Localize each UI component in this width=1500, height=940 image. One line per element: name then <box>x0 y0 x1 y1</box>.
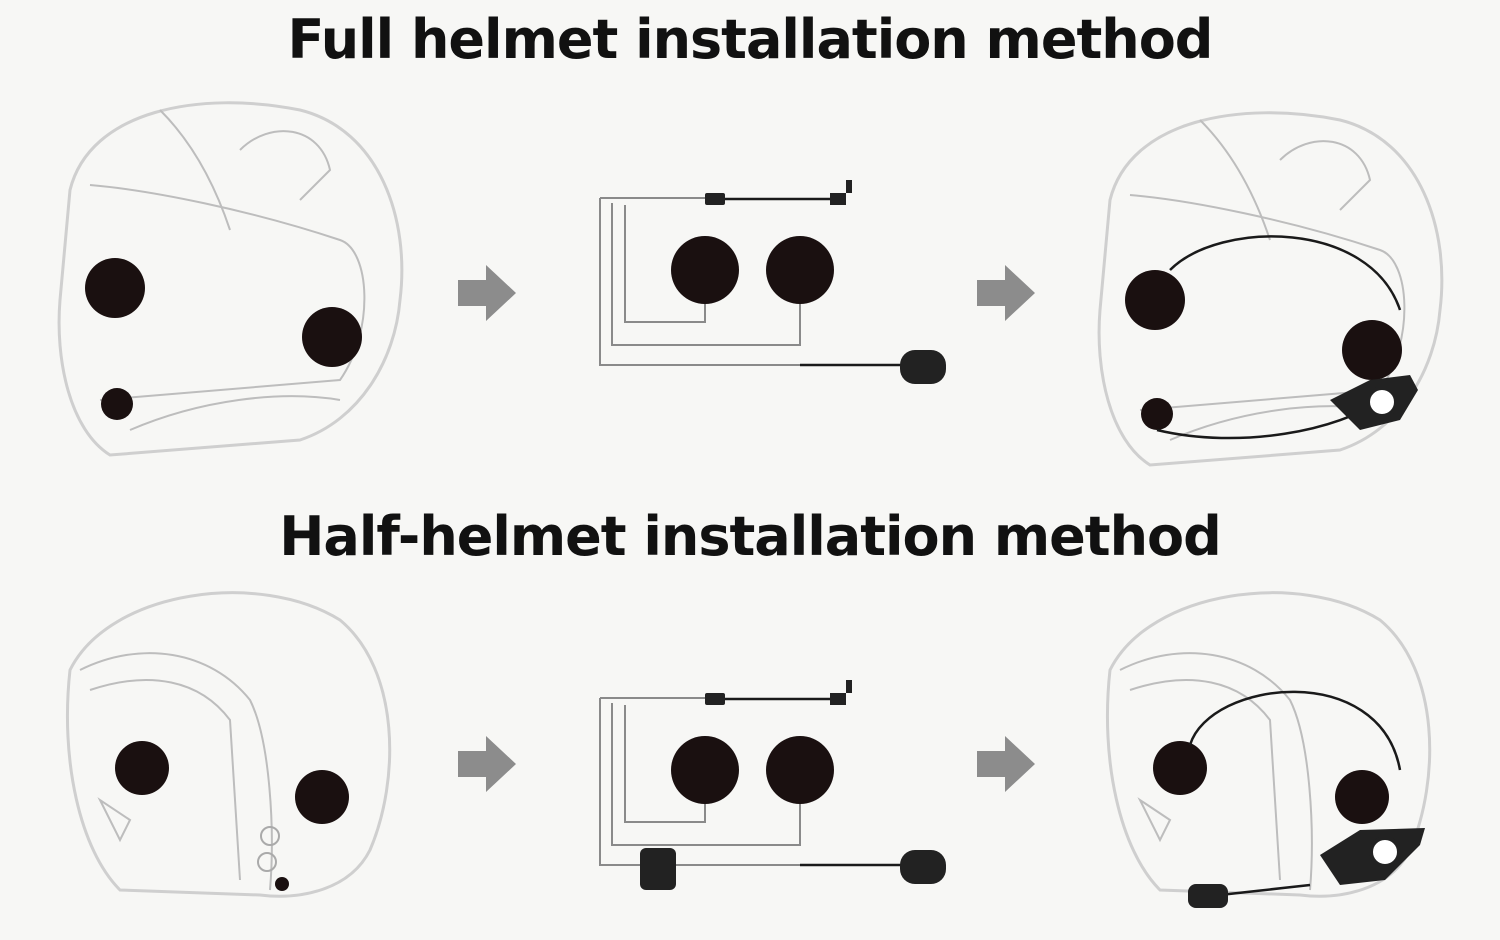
arrow-right-icon <box>977 736 1035 792</box>
arrow-right-icon <box>458 736 516 792</box>
full-helmet-title: Full helmet installation method <box>287 8 1214 71</box>
speaker-mark <box>85 258 145 318</box>
mic-mark <box>101 388 133 420</box>
full-helmet-installed <box>1097 111 1444 467</box>
half-helmet-installed <box>1105 591 1432 908</box>
speaker-mark <box>302 307 362 367</box>
full-helmet-empty <box>57 101 404 457</box>
arrow-right-icon <box>458 265 516 321</box>
headset-kit-full <box>598 178 948 386</box>
arrow-right-icon <box>977 265 1035 321</box>
half-helmet-empty <box>65 591 392 898</box>
headset-kit-half <box>598 678 948 890</box>
half-helmet-title: Half-helmet installation method <box>279 505 1222 568</box>
